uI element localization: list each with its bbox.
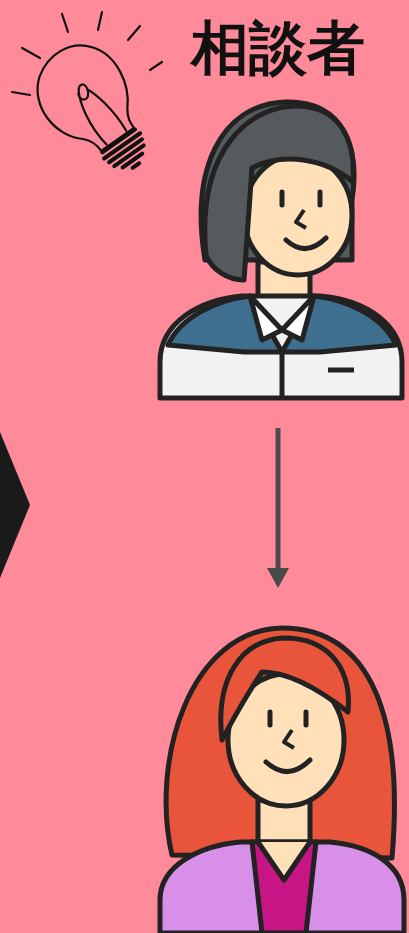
- person-node: [150, 588, 406, 933]
- flow-arrow: [267, 428, 289, 588]
- arrow-head: [267, 568, 289, 588]
- person-figure: [160, 102, 402, 398]
- node-heading: 相談者: [150, 14, 406, 84]
- person-node: 相談者: [150, 10, 406, 428]
- person-figure: [160, 628, 404, 933]
- chevron-shape: [0, 432, 30, 578]
- arrow-line: [276, 428, 281, 568]
- lightbulb-icon: [12, 12, 170, 191]
